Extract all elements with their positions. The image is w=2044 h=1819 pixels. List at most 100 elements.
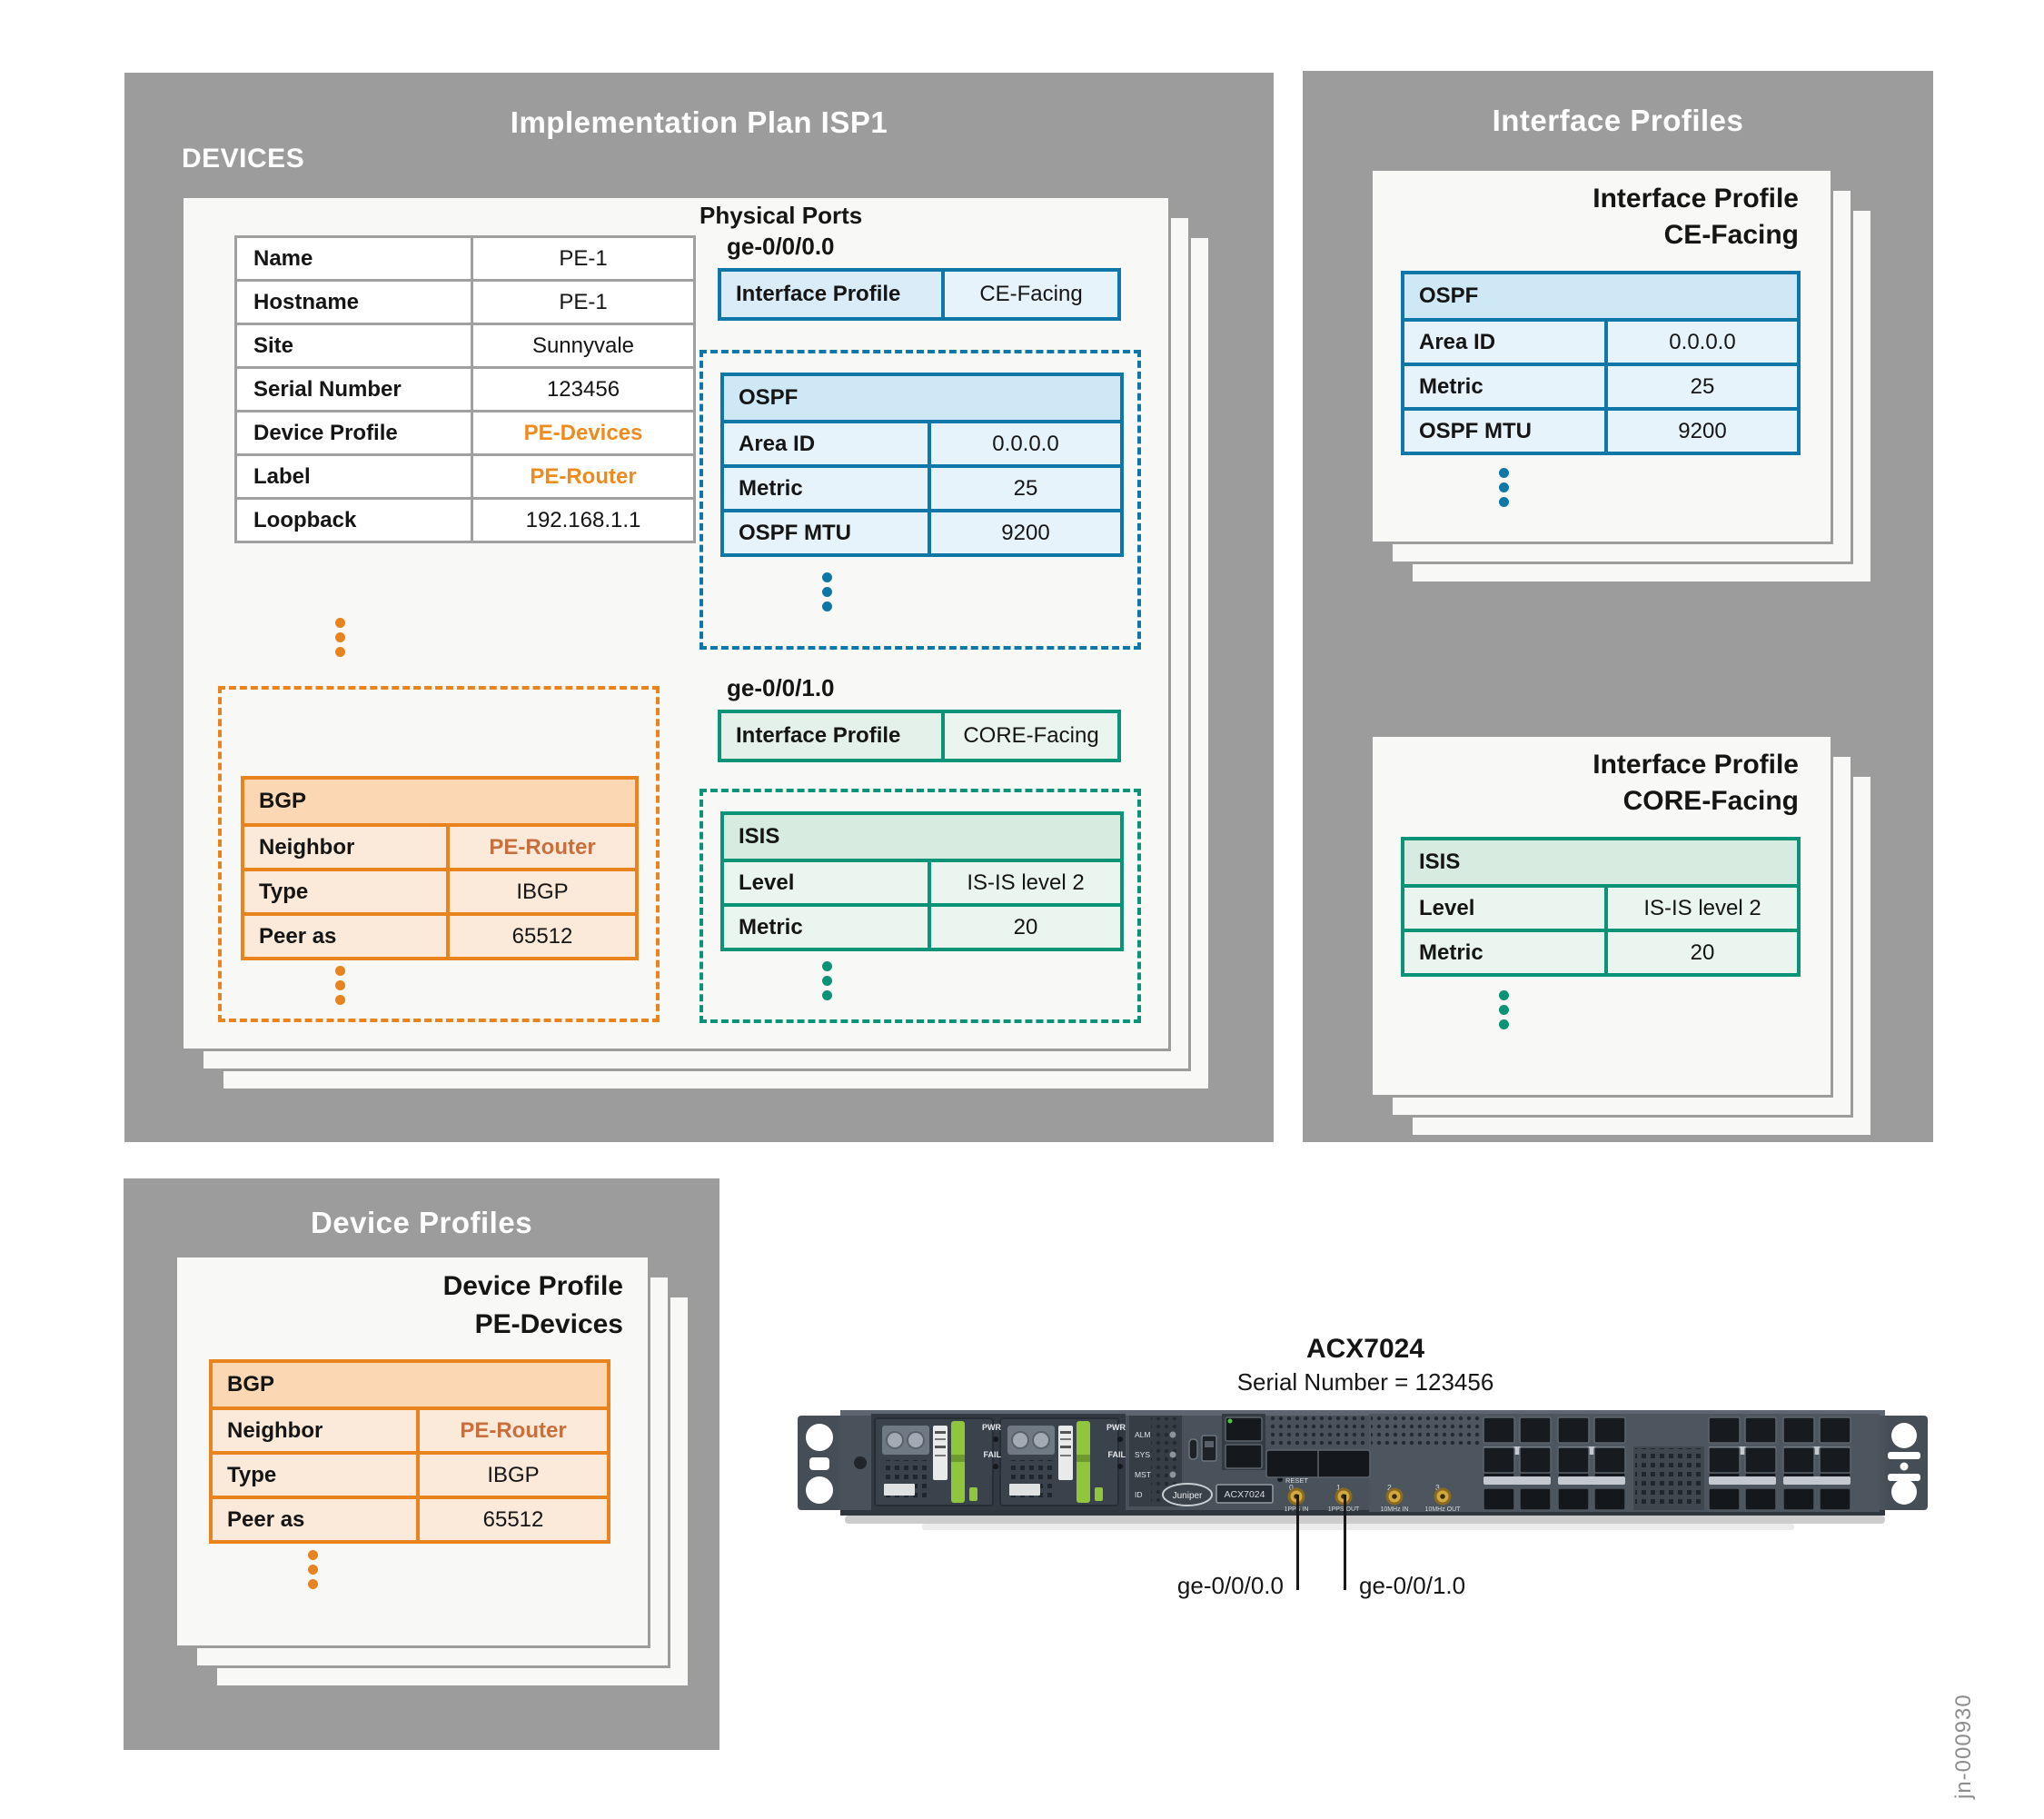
cell-value: CE-Facing: [941, 268, 1121, 321]
port-number: 2: [1387, 1483, 1392, 1492]
cell-value: 65512: [415, 1496, 611, 1544]
cell-value: 20: [1603, 929, 1801, 977]
model-badge: ACX7024: [1215, 1484, 1274, 1504]
cell-label: Label: [234, 453, 473, 500]
cell-label: Interface Profile: [718, 710, 945, 762]
cell-value: 9200: [1604, 407, 1801, 455]
cell-value: 25: [1604, 363, 1801, 411]
cell-label: Area ID: [720, 420, 931, 468]
interface-profiles-title: Interface Profiles: [1492, 104, 1744, 137]
cell-value: 20: [927, 903, 1125, 951]
cell-label: Loopback: [234, 497, 473, 543]
core-card-title-line2: CORE-Facing: [1622, 786, 1799, 816]
led-label-sys: SYS: [1135, 1450, 1150, 1459]
psu-pwr-label: PWR: [1106, 1423, 1126, 1432]
cell-value-neighbor: PE-Router: [445, 823, 640, 871]
pe-devices-title-line1: Device Profile: [442, 1271, 623, 1301]
port1-callout-line: [1296, 1495, 1299, 1590]
cell-label: Serial Number: [234, 366, 473, 413]
physical-ports-heading: Physical Ports: [700, 202, 863, 229]
port-number: 1: [1336, 1483, 1341, 1492]
cell-label: Level: [720, 859, 931, 907]
cell-value: IBGP: [415, 1451, 611, 1499]
table-header-row: BGP: [240, 776, 640, 827]
port1-callout-label: ge-0/0/0.0: [1176, 1572, 1284, 1599]
mgmt-port: [1222, 1414, 1265, 1470]
table-header-row: ISIS: [719, 811, 1125, 862]
cell-value: 65512: [445, 912, 640, 960]
isis-header: ISIS: [1400, 837, 1801, 888]
cell-label: Device Profile: [234, 410, 473, 456]
cell-value-device-profile: PE-Devices: [471, 410, 696, 456]
vent-grid: [1371, 1416, 1480, 1445]
ellipsis-icon: [1499, 990, 1509, 1029]
port1-name: ge-0/0/0.0: [727, 233, 835, 260]
cell-label: Site: [234, 323, 473, 369]
coax-connector: [1385, 1487, 1404, 1506]
cell-label: Metric: [720, 464, 931, 512]
badge-text: ACX7024: [1225, 1489, 1265, 1500]
figure-id: jn-000930: [1951, 1694, 1976, 1799]
usb-c-port: [1188, 1438, 1198, 1460]
cell-value: PE-1: [471, 279, 696, 325]
led-label-mst: MST: [1135, 1470, 1151, 1479]
table-header-row: OSPF: [720, 373, 1124, 423]
ellipsis-icon: [822, 572, 832, 611]
cell-value-neighbor: PE-Router: [415, 1406, 611, 1455]
isis-header: ISIS: [719, 811, 1125, 862]
ellipsis-icon: [335, 966, 345, 1005]
cell-label: OSPF MTU: [1401, 407, 1608, 455]
ospf-header: OSPF: [720, 373, 1124, 423]
ellipsis-icon: [335, 618, 345, 657]
juniper-logo: Juniper: [1162, 1483, 1213, 1506]
cell-label: Type: [241, 868, 450, 916]
port2-name: ge-0/0/1.0: [727, 674, 835, 701]
cell-value: CORE-Facing: [941, 710, 1121, 762]
core-card-title-line1: Interface Profile: [1593, 750, 1799, 780]
table-header-row: ISIS: [1400, 837, 1801, 888]
cell-value: 0.0.0.0: [1604, 318, 1801, 366]
router-serial-line: Serial Number = 123456: [1236, 1368, 1494, 1396]
cell-value: 25: [928, 464, 1124, 512]
vent-grid: [1266, 1416, 1366, 1445]
connector-label: 10MHz IN: [1380, 1506, 1408, 1513]
device-profiles-title: Device Profiles: [310, 1206, 533, 1239]
led-label-alm: ALM: [1135, 1430, 1150, 1439]
cell-label: Area ID: [1401, 318, 1608, 366]
reset-label: RESET: [1285, 1476, 1308, 1485]
cell-label: Neighbor: [241, 823, 450, 871]
cell-value: 123456: [471, 366, 696, 413]
power-supply-1: [999, 1417, 1119, 1506]
cell-label: Neighbor: [209, 1406, 420, 1455]
cell-value: IS-IS level 2: [927, 859, 1125, 907]
pe-devices-title-line2: PE-Devices: [474, 1309, 623, 1339]
cell-value: PE-1: [471, 235, 696, 282]
qsfp-cages: [1265, 1449, 1371, 1478]
cell-label: Interface Profile: [718, 268, 945, 321]
ellipsis-icon: [1499, 468, 1509, 507]
cell-value: IS-IS level 2: [1603, 884, 1801, 932]
power-supply-0: [874, 1417, 994, 1506]
